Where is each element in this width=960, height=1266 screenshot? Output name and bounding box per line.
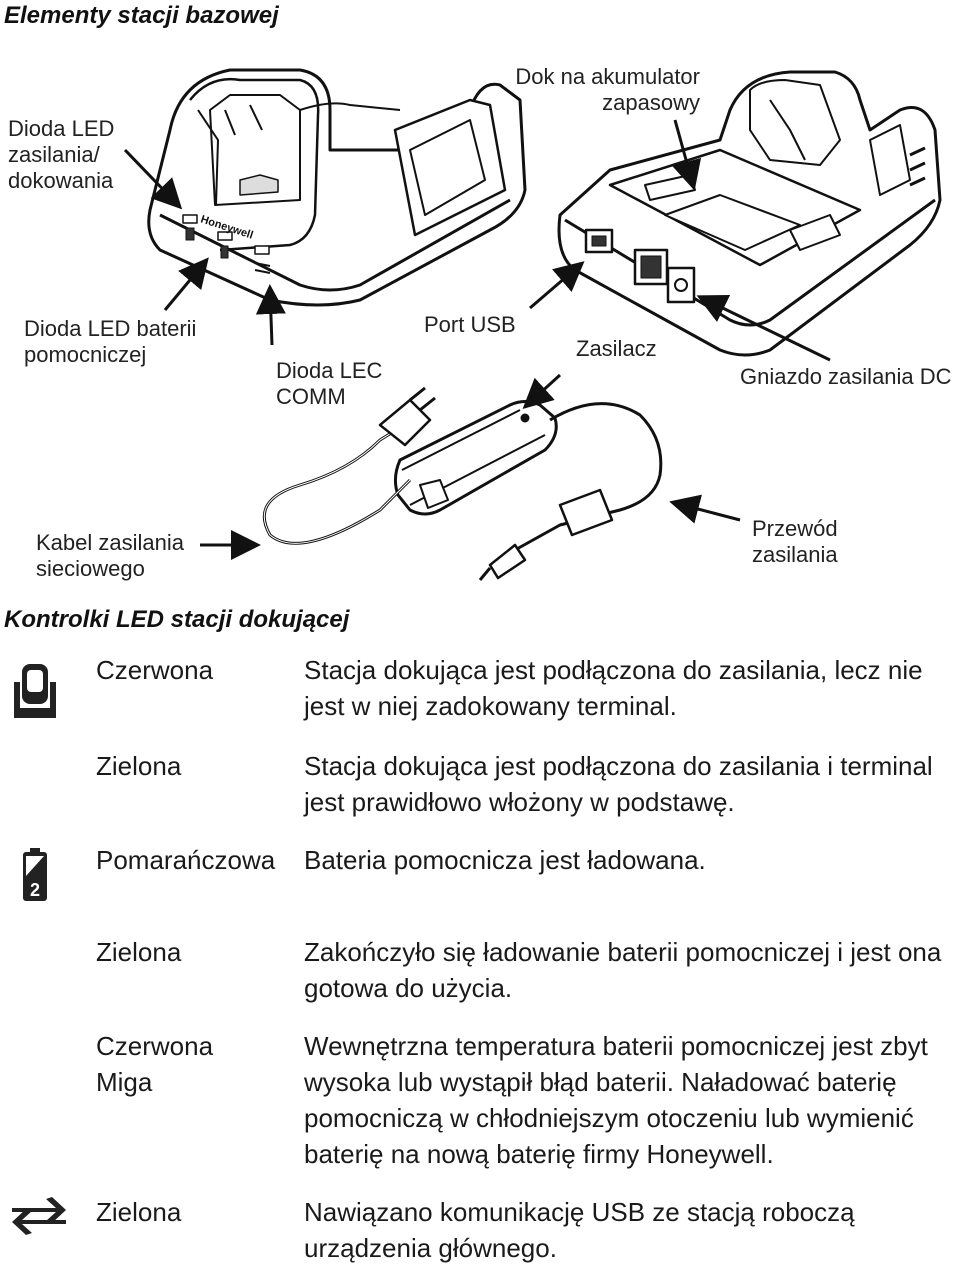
power-supply-brick [262,386,663,581]
led-row-5-desc: Wewnętrzna temperatura baterii pomocnicz… [304,1031,928,1169]
callout-power-supply: Zasilacz [576,336,657,361]
led-row-6-color: Zielona [96,1197,182,1227]
dock-illustration: Honeywell [123,68,942,581]
callout-power-cord: Przewód zasilania [752,516,838,567]
callout-ac-cable: Kabel zasilania sieciowego [36,530,184,581]
battery-2-icon: 2 [23,848,47,901]
led-row-3-desc: Bateria pomocnicza jest ładowana. [304,845,706,875]
section-title-base: Elementy stacji bazowej [4,2,279,29]
callout-aux-battery-led: Dioda LED baterii pomocniczej [24,316,197,367]
dock-icon [14,664,56,718]
led-row-4-color: Zielona [96,937,182,967]
callout-usb-port: Port USB [424,312,516,337]
led-row-5-color: Czerwona Miga [96,1031,214,1097]
led-row-6-desc: Nawiązano komunikację USB ze stacją robo… [304,1197,855,1263]
section-title-led: Kontrolki LED stacji dokującej [4,606,350,633]
callout-spare-battery-dock: Dok na akumulator zapasowy [515,64,700,115]
led-row-1-desc: Stacja dokująca jest podłączona do zasil… [304,655,923,721]
led-row-3-color: Pomarańczowa [96,845,276,875]
callout-power-dock-led: Dioda LED zasilania/ dokowania [8,116,115,193]
battery-icon-number: 2 [30,880,40,900]
left-cradle [147,68,527,307]
callout-comm-led: Dioda LEC COMM [276,358,383,409]
callout-arrows [123,119,831,560]
led-row-1-color: Czerwona [96,655,214,685]
led-row-4-desc: Zakończyło się ładowanie baterii pomocni… [304,937,942,1003]
led-row-2-desc: Stacja dokująca jest podłączona do zasil… [304,751,933,817]
comm-arrows-icon [12,1197,66,1235]
callout-dc-jack: Gniazdo zasilania DC [740,364,952,389]
led-row-2-color: Zielona [96,751,182,781]
